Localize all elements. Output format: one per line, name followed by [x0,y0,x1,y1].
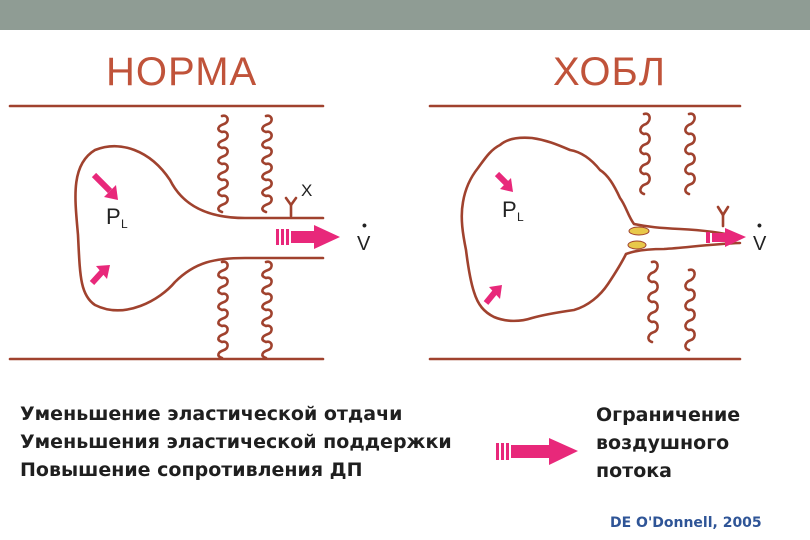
normal-recoil-arrow-lower [89,265,110,286]
title-normal: НОРМА [106,50,258,94]
copd-mucus [627,226,650,250]
header-bar [0,0,810,30]
effect-label: Ограничение воздушного потока [596,401,740,485]
causes-list: Уменьшение эластической отдачи Уменьшени… [20,400,452,484]
copd-pressure-label: P L [502,197,524,224]
copd-panel [428,104,746,361]
copd-elastic-fibers-lower [647,260,696,352]
copd-tether-y [716,205,730,228]
effect-line: Ограничение [596,404,741,426]
copd-recoil-arrow-lower [483,285,502,305]
copd-elastic-fibers-upper [639,112,696,196]
normal-elastic-fibers-upper [217,114,273,214]
normal-alveolus [74,145,325,312]
pl-main: P [106,204,121,229]
normal-elastic-fibers-lower [217,260,273,360]
cause-item: Уменьшение эластической отдачи [20,403,403,425]
v-dot: • [362,217,367,233]
effect-line: потока [596,460,672,482]
v-letter: V [753,233,767,255]
copd-alveolus [460,136,742,323]
pl-sub: L [517,210,524,224]
pl-main: P [502,197,517,222]
effect-line: воздушного [596,432,730,454]
pl-sub: L [121,217,128,231]
citation: DE O'Donnell, 2005 [610,515,762,531]
normal-flow-arrow [276,225,340,249]
normal-panel [8,104,340,361]
normal-tether-y [284,196,298,218]
copd-flow-label: • V [753,217,767,255]
normal-recoil-arrow-upper [91,172,118,200]
legend-flow-arrow [496,438,578,465]
title-copd: ХОБЛ [553,50,666,94]
cause-item: Уменьшения эластической поддержки [20,431,452,453]
v-letter: V [357,233,371,255]
normal-flow-label: • V [357,217,371,255]
copd-recoil-arrow-upper [494,171,513,192]
v-dot: • [757,217,762,233]
normal-x-label: X [301,181,312,200]
cause-item: Повышение сопротивления ДП [20,459,363,481]
copd-flow-arrow [706,228,746,247]
normal-pressure-label: P L [106,204,128,231]
